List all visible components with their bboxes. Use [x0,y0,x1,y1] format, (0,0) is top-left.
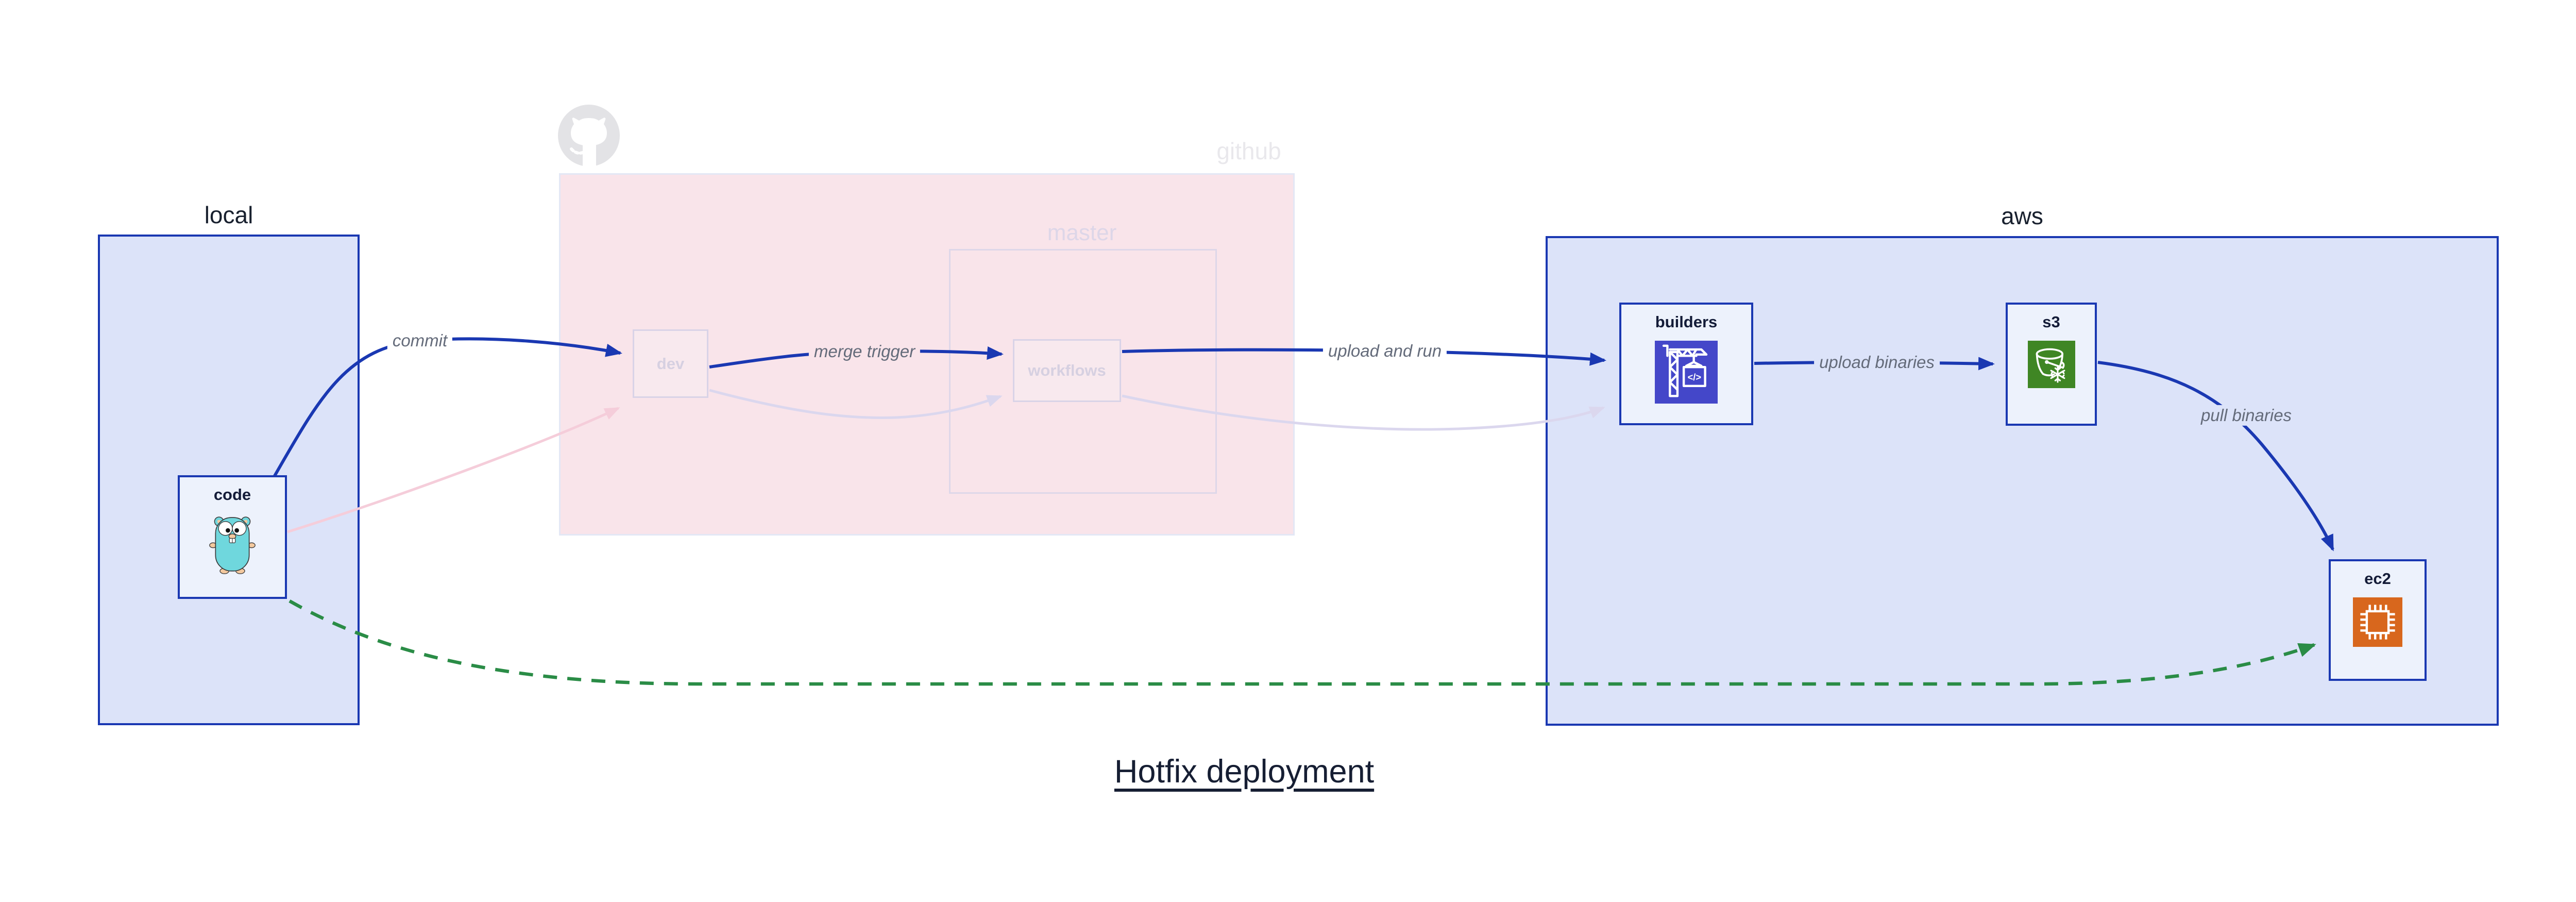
edge-label-upload-and-run: upload and run [1323,340,1447,362]
edge-label-merge-trigger: merge trigger [808,341,921,362]
master-group-box [949,249,1217,494]
node-builders: builders </> [1619,303,1753,425]
master-group-label: master [1047,220,1117,245]
diagram-title: Hotfix deployment [1114,754,1375,790]
node-dev: dev [633,329,708,398]
node-workflows-label: workflows [1028,361,1106,379]
edge-code-ec2-hotfix [289,599,2316,686]
node-ec2: ec2 [2329,559,2427,681]
edge-label-commit: commit [387,330,453,352]
edge-code-dev-faded [287,407,620,533]
go-gopher-icon [208,513,257,574]
ec2-chip-icon [2353,597,2402,647]
edge-code-dev [273,337,622,478]
github-octocat-icon [558,105,620,166]
svg-text:</>: </> [1688,372,1701,382]
node-workflows: workflows [1013,339,1121,402]
codebuild-crane-icon: </> [1655,341,1718,404]
s3-glacier-bucket-icon [2027,341,2075,388]
node-dev-label: dev [656,354,685,373]
local-group-label: local [204,202,253,228]
edge-s3-ec2 [2097,361,2334,552]
edge-label-pull-binaries: pull binaries [2195,405,2297,426]
node-code-label: code [213,486,251,504]
node-ec2-label: ec2 [2364,570,2391,588]
edge-workflows-builders-faded [1122,394,1605,431]
node-code: code [178,475,287,599]
edge-dev-workflows-faded [709,389,1003,419]
node-builders-label: builders [1655,313,1718,331]
node-s3-label: s3 [2042,313,2060,331]
node-s3: s3 [2006,303,2097,426]
github-group-label: github [1216,138,1281,164]
edge-label-upload-binaries: upload binaries [1814,352,1940,373]
aws-group-label: aws [2001,203,2043,229]
